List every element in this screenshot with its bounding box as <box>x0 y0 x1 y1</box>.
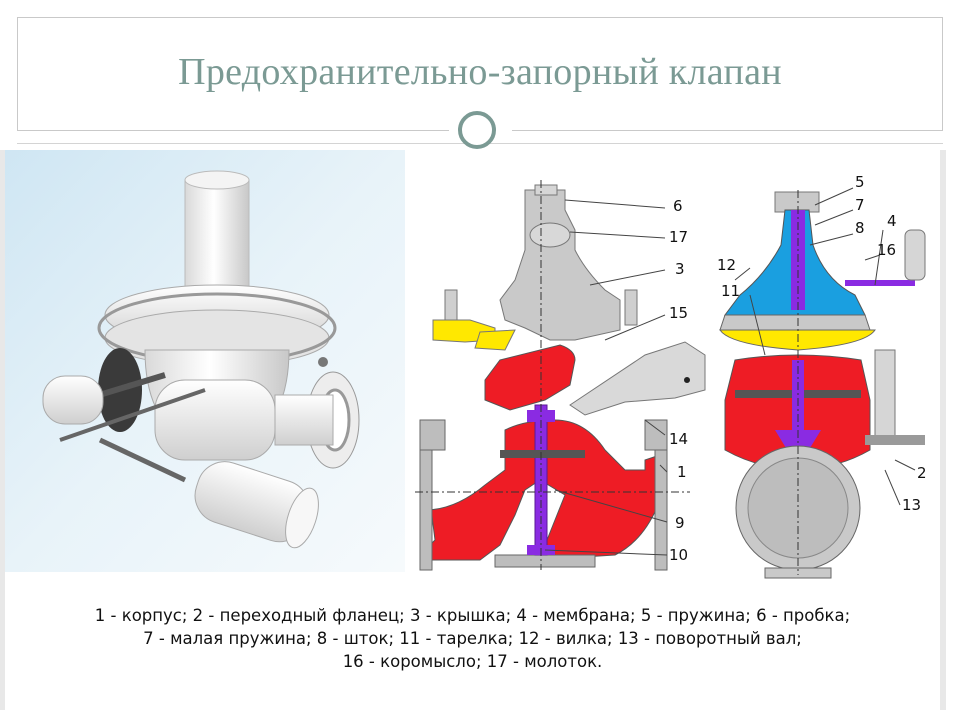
callout-17: 17 <box>669 228 688 246</box>
callout-13: 13 <box>902 496 921 514</box>
left-edge-shade <box>0 150 5 710</box>
valve-section-drawing: 6 17 3 15 14 1 9 10 5 7 8 4 16 12 11 2 1… <box>415 173 927 579</box>
right-edge-shade <box>940 150 946 710</box>
callout-6: 6 <box>673 197 683 215</box>
title-frame <box>17 17 943 130</box>
callout-15: 15 <box>669 304 688 322</box>
slide-title: Предохранительно-запорный клапан <box>178 51 782 93</box>
parts-legend: 1 - корпус; 2 - переходный фланец; 3 - к… <box>5 604 940 673</box>
callout-2: 2 <box>917 464 927 482</box>
leader-lines <box>544 187 916 556</box>
callout-1: 1 <box>677 463 687 481</box>
legend-line-3: 16 - коромысло; 17 - молоток. <box>342 652 603 671</box>
callout-7: 7 <box>855 196 865 214</box>
callout-9: 9 <box>675 514 685 532</box>
callout-5: 5 <box>855 173 865 191</box>
longitudinal-section <box>415 180 706 571</box>
callout-11: 11 <box>721 282 740 300</box>
callout-10: 10 <box>669 546 688 564</box>
legend-line-2: 7 - малая пружина; 8 - шток; 11 - тарелк… <box>143 629 802 648</box>
callout-4: 4 <box>887 212 897 230</box>
title-rule-left <box>17 130 449 131</box>
ring-ornament <box>458 111 496 149</box>
callout-14: 14 <box>669 430 688 448</box>
callout-3: 3 <box>675 260 685 278</box>
callout-8: 8 <box>855 219 865 237</box>
callout-16: 16 <box>877 241 896 259</box>
valve-render-image <box>5 150 405 572</box>
cross-section <box>719 190 926 579</box>
title-rule-right <box>512 130 943 131</box>
callout-12: 12 <box>717 256 736 274</box>
legend-line-1: 1 - корпус; 2 - переходный фланец; 3 - к… <box>94 606 851 625</box>
